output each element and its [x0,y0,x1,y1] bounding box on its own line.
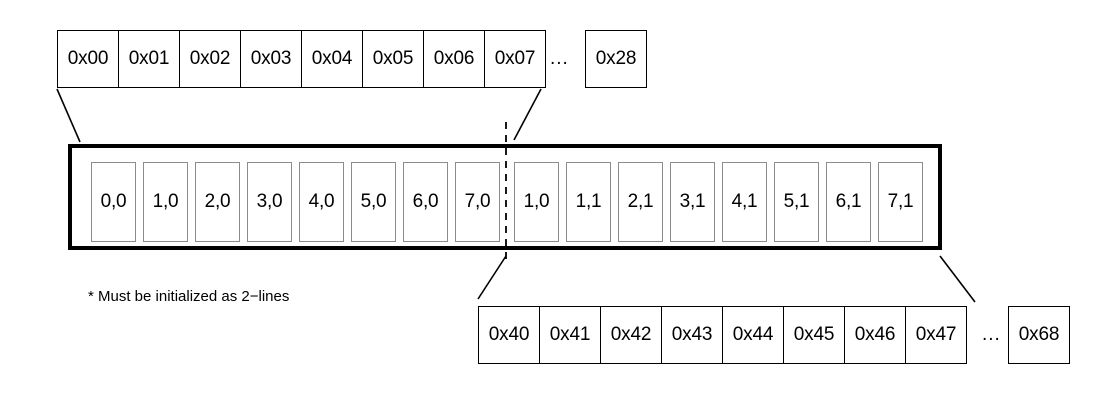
cache-cell-way1: 3,1 [670,162,715,242]
top-address-cell: 0x06 [423,30,485,88]
cache-cell-way0: 2,0 [195,162,240,242]
leader-line-top-right [513,88,542,141]
top-address-cell: 0x01 [118,30,180,88]
top-address-cell: 0x03 [240,30,302,88]
top-address-strip: 0x00 0x01 0x02 0x03 0x04 0x05 0x06 0x07 [57,30,546,88]
bottom-address-strip: 0x40 0x41 0x42 0x43 0x44 0x45 0x46 0x47 [478,306,967,364]
top-address-cell: 0x07 [484,30,546,88]
cache-cell-way1: 7,1 [878,162,923,242]
cache-cell-way0: 6,0 [403,162,448,242]
cache-line-buffer: 0,0 1,0 2,0 3,0 4,0 5,0 6,0 7,0 1,0 1,1 … [68,144,942,250]
cache-cell-way0: 3,0 [247,162,292,242]
cache-cell-way1: 5,1 [774,162,819,242]
top-address-ellipsis: ... [550,48,569,69]
cache-cell-way1: 1,0 [514,162,559,242]
cache-cell-way1: 6,1 [826,162,871,242]
cache-cell-way0: 7,0 [455,162,500,242]
cache-cell-way1: 2,1 [618,162,663,242]
bottom-address-ellipsis: ... [982,324,1001,345]
leader-line-bottom-left [477,255,507,300]
top-address-cell: 0x00 [57,30,119,88]
bottom-address-cell: 0x44 [722,306,784,364]
top-address-cell: 0x05 [362,30,424,88]
footnote-text: * Must be initialized as 2−lines [88,288,290,305]
cache-cell-way0: 1,0 [143,162,188,242]
bottom-address-cell: 0x40 [478,306,540,364]
top-address-far-cell: 0x28 [585,30,647,88]
top-address-cell: 0x04 [301,30,363,88]
bottom-address-cell: 0x47 [905,306,967,364]
bottom-address-cell: 0x42 [600,306,662,364]
bottom-address-cell: 0x43 [661,306,723,364]
cache-cell-way0: 5,0 [351,162,396,242]
cache-cell-way1: 1,1 [566,162,611,242]
cache-cell-way1: 4,1 [722,162,767,242]
cache-cell-way0: 0,0 [91,162,136,242]
bottom-address-cell: 0x46 [844,306,906,364]
leader-line-bottom-right [939,255,976,303]
leader-line-top-left [56,88,81,143]
bottom-address-far-cell: 0x68 [1008,306,1070,364]
bottom-address-cell: 0x45 [783,306,845,364]
bottom-address-cell: 0x41 [539,306,601,364]
cache-cell-way0: 4,0 [299,162,344,242]
top-address-cell: 0x02 [179,30,241,88]
